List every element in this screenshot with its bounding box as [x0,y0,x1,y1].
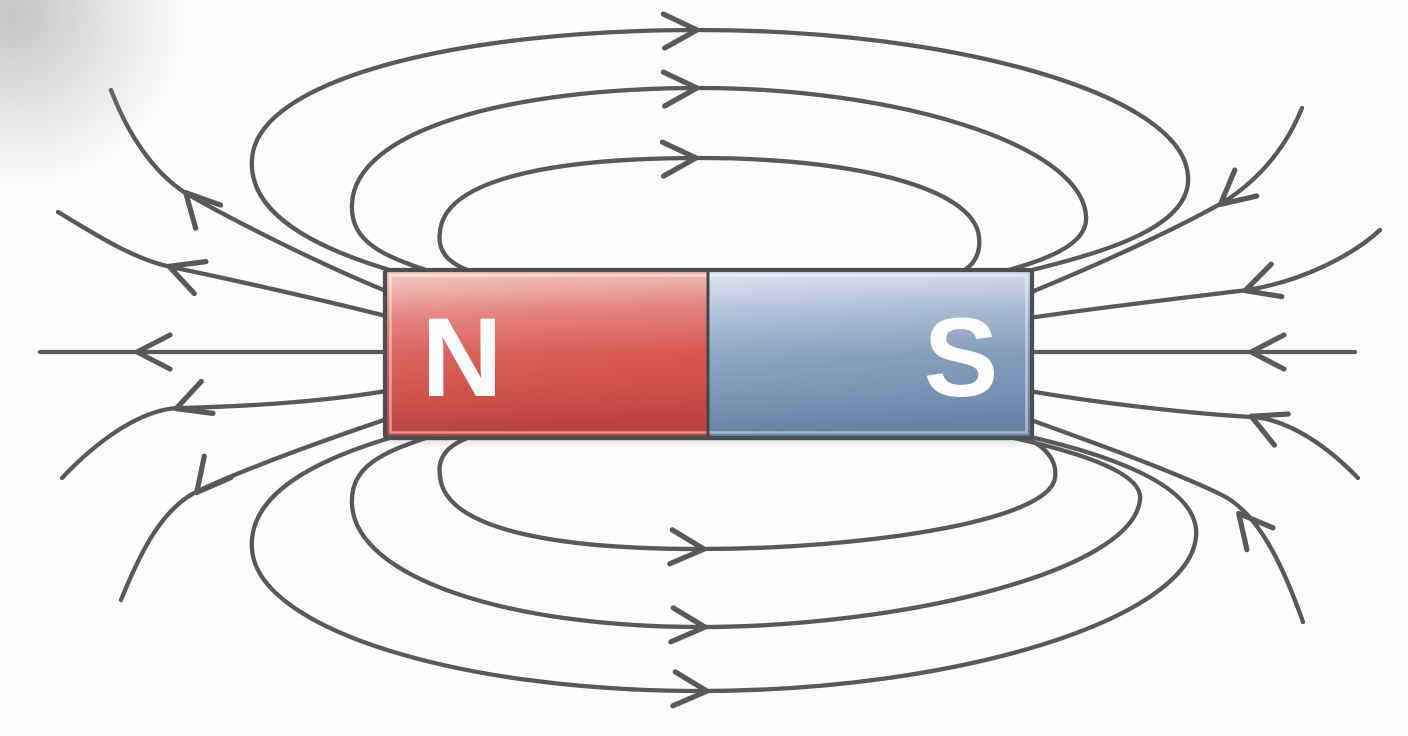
field-line-top-loop-middle [349,85,1089,275]
field-direction-arrow-13 [1242,261,1285,300]
field-line-top-loop-outer [249,27,1191,276]
field-direction-arrow-1 [660,11,700,51]
field-line-right-ray-4 [1026,388,1361,481]
field-direction-arrow-9 [134,332,173,372]
field-line-bottom-loop-middle [349,433,1143,630]
field-direction-arrow-8 [166,259,209,297]
field-direction-arrow-5 [668,605,708,645]
field-direction-arrow-6 [670,669,710,709]
field-line-bottom-loop-inner [437,434,1058,552]
north-pole-label: N [422,295,503,420]
field-line-left-ray-2 [55,209,389,319]
south-pole-label: S [924,295,999,420]
field-line-right-ray-5 [1025,416,1306,625]
field-direction-arrow-12 [1217,167,1260,207]
field-direction-arrow-2 [660,69,700,109]
field-line-top-loop-inner [437,155,982,274]
field-direction-arrow-3 [659,139,699,179]
field-direction-arrow-4 [667,527,707,567]
field-direction-arrow-11 [194,453,234,496]
field-line-left-ray-5 [118,416,390,603]
field-arrows-layer [134,11,1291,709]
bar-magnet: N S [382,267,1035,442]
magnet-frame [382,267,1035,441]
field-direction-arrow-14 [1248,332,1287,372]
field-direction-arrow-16 [1236,510,1276,553]
field-direction-arrow-15 [1248,411,1291,448]
field-line-right-ray-1 [1026,105,1305,296]
field-line-right-ray-2 [1026,227,1383,321]
field-direction-arrow-10 [173,378,216,416]
